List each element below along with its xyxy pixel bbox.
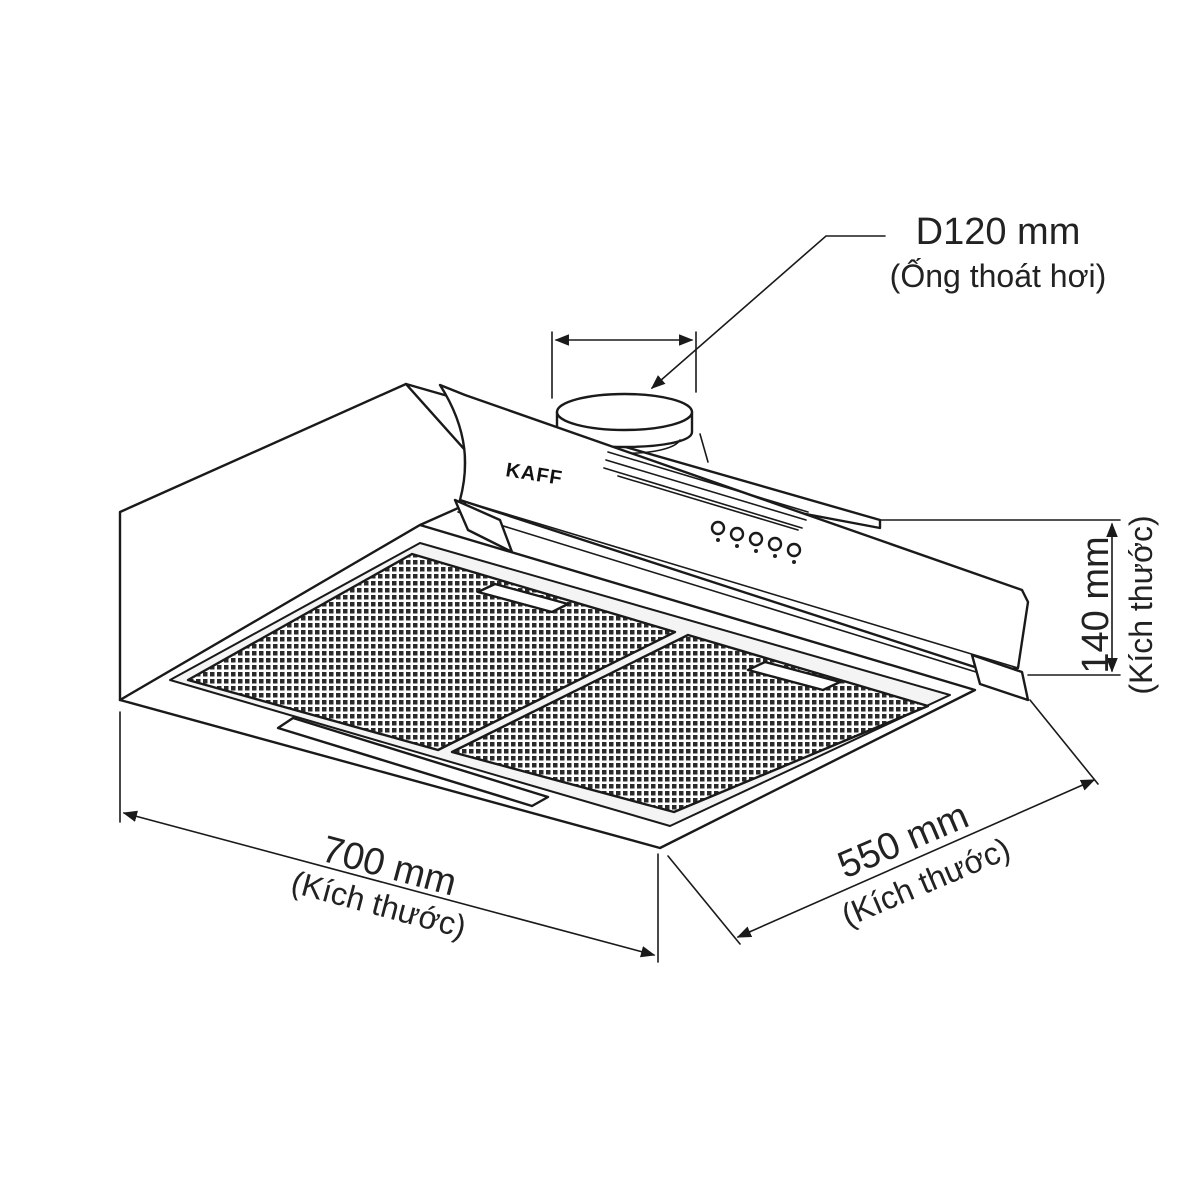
grease-filters bbox=[186, 552, 930, 814]
control-button bbox=[748, 531, 764, 547]
control-button bbox=[710, 520, 726, 536]
height-dimension-note: (Kích thước) bbox=[1123, 515, 1159, 694]
duct-dimension-note: (Ống thoát hơi) bbox=[890, 258, 1107, 294]
mounting-rails bbox=[453, 498, 1030, 702]
control-button bbox=[767, 536, 783, 552]
filter-right-handle bbox=[746, 660, 842, 692]
vent-grille bbox=[603, 451, 809, 531]
dimension-depth bbox=[667, 699, 1099, 945]
exhaust-duct bbox=[555, 392, 709, 463]
dimension-duct bbox=[551, 235, 886, 399]
height-dimension-label: 140 mm bbox=[1075, 536, 1117, 673]
control-buttons bbox=[710, 520, 802, 564]
duct-dimension-label: D120 mm bbox=[916, 211, 1081, 253]
filter-left-handle bbox=[476, 582, 570, 614]
control-button bbox=[786, 542, 802, 558]
control-button bbox=[729, 526, 745, 542]
light-strip bbox=[276, 716, 550, 808]
dimension-height bbox=[879, 519, 1121, 676]
dimension-width bbox=[119, 711, 659, 963]
